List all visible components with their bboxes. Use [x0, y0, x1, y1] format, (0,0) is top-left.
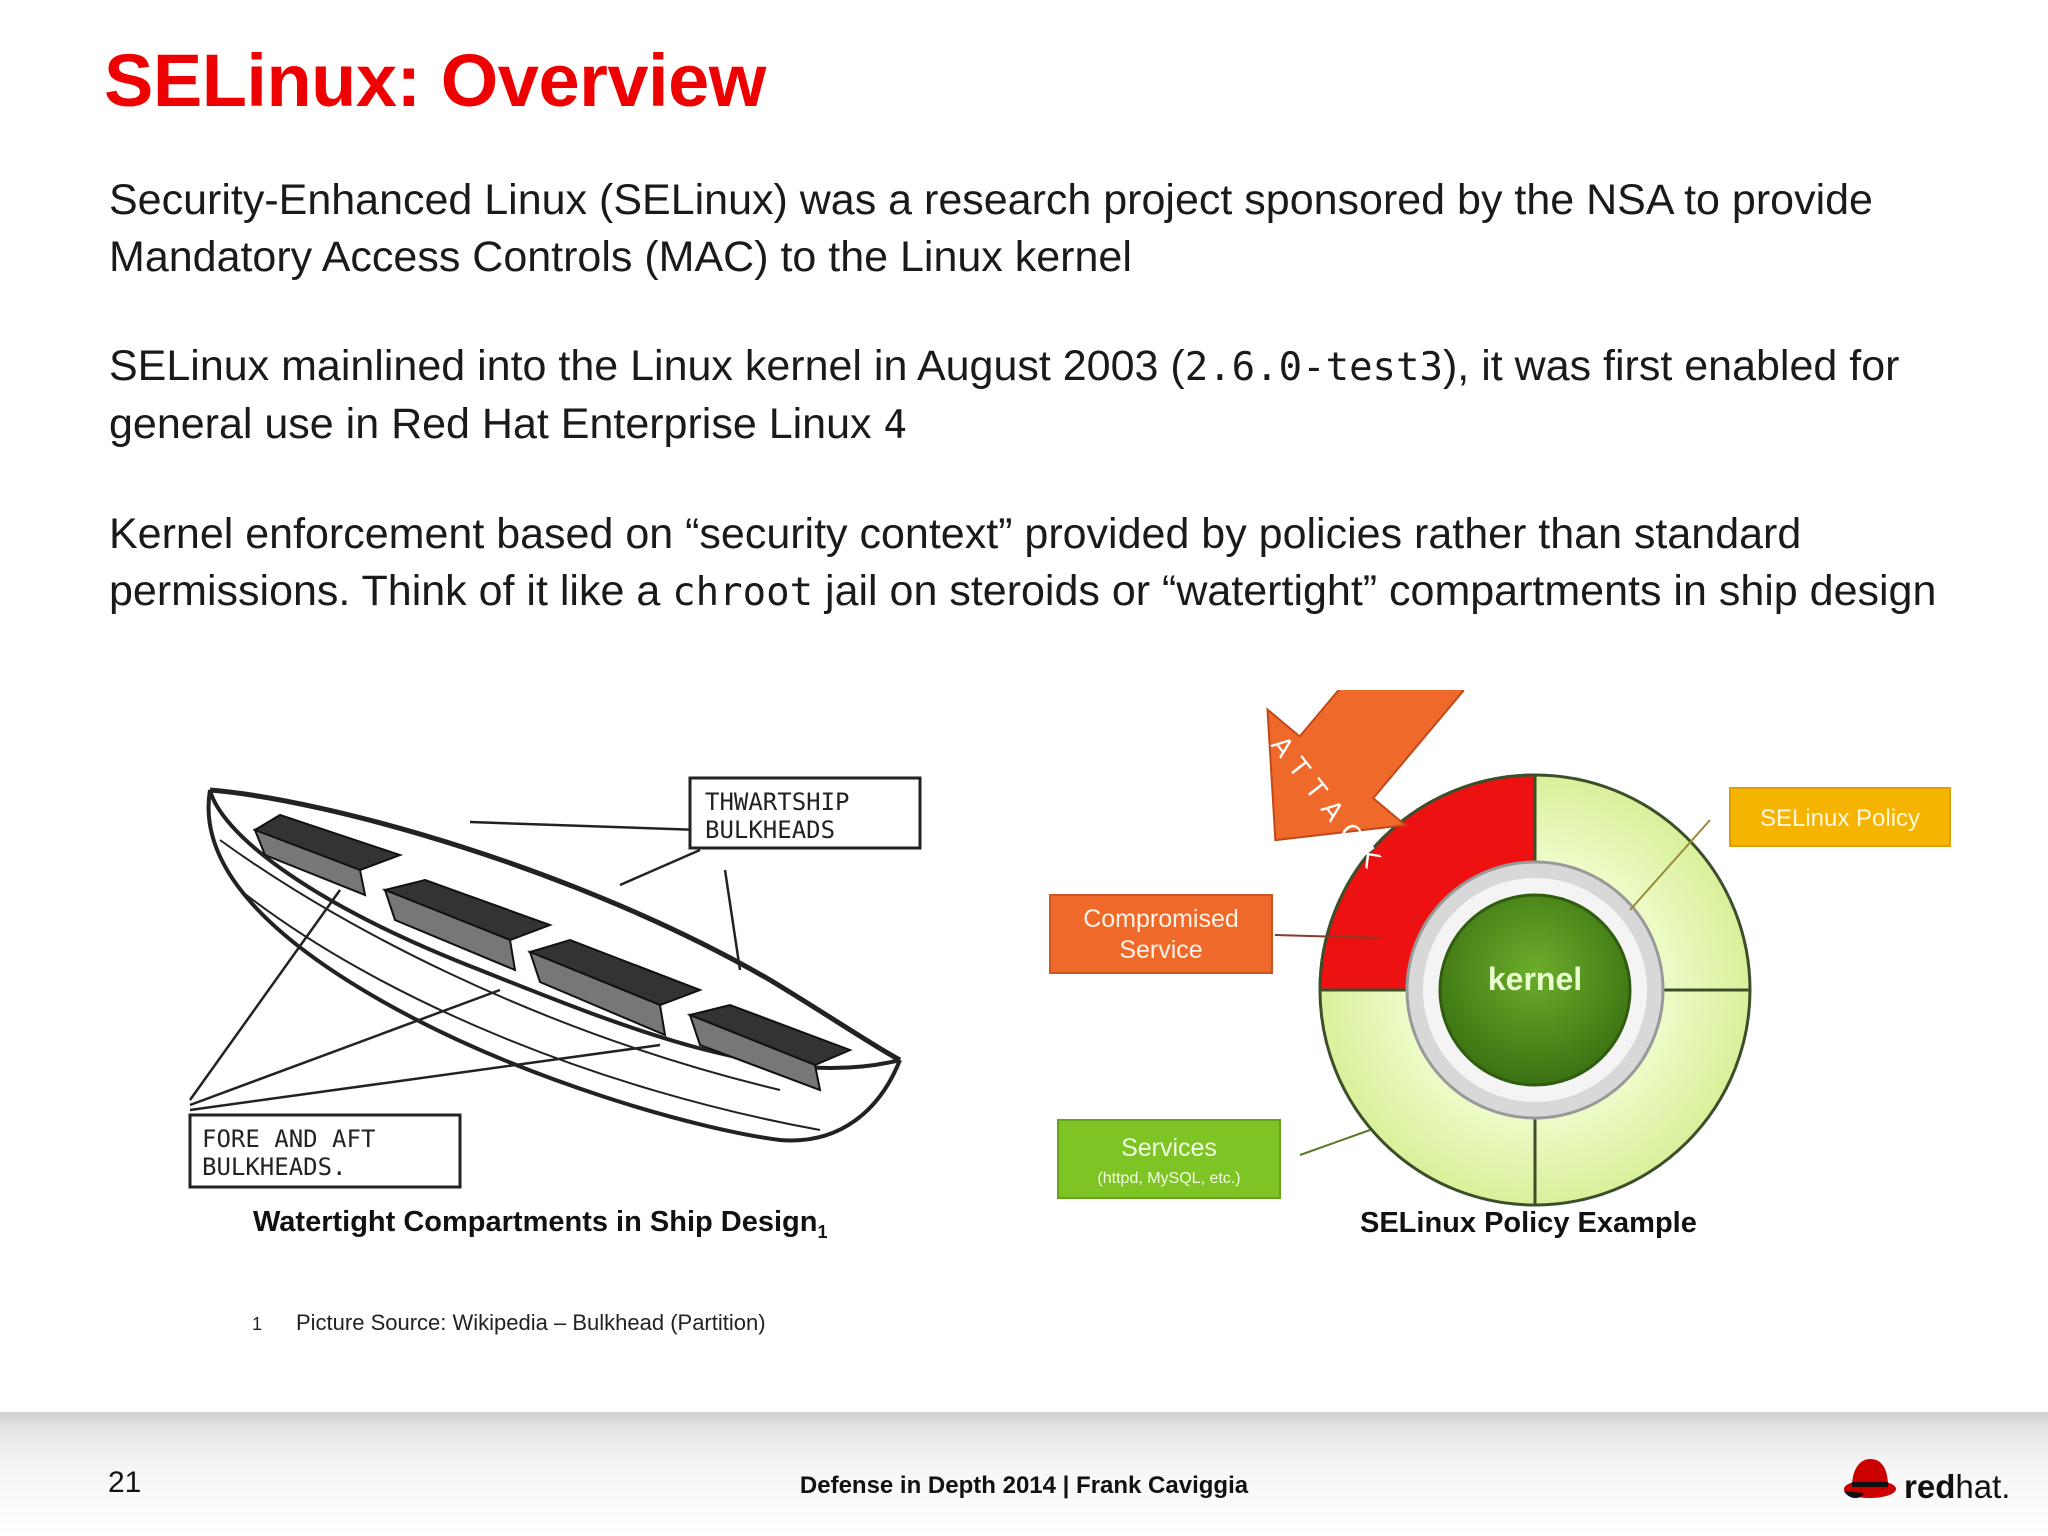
compromised-label-line2: Service [1119, 936, 1202, 964]
selinux-policy-label: SELinux Policy [1760, 805, 1920, 832]
paragraph-3-text-a: Kernel enforcement based on “security co… [109, 510, 1802, 615]
slide-number: 21 [108, 1466, 142, 1499]
paragraph-2-text-a: SELinux mainlined into the Linux kernel … [109, 342, 1185, 390]
fore-aft-label-line1: FORE AND AFT [202, 1125, 375, 1153]
paragraph-3-text-b: jail on steroids or “watertight” compart… [813, 567, 1937, 615]
redhat-logo-icon [1844, 1459, 1896, 1499]
selinux-policy-tag [1729, 787, 1951, 847]
chroot-code: chroot [672, 570, 814, 615]
thwartship-label-line1: THWARTSHIP [705, 788, 850, 816]
policy-figure-caption: SELinux Policy Example [1360, 1207, 1697, 1239]
logo-text-hat: hat. [1955, 1468, 2011, 1505]
slide-title: SELinux: Overview [104, 39, 766, 122]
paragraph-1: Security-Enhanced Linux (SELinux) was a … [109, 176, 1873, 281]
kernel-label: kernel [1488, 961, 1582, 997]
paragraph-2: SELinux mainlined into the Linux kernel … [109, 338, 1989, 454]
ship-caption-text: Watertight Compartments in Ship Design [253, 1206, 818, 1238]
services-sub-label: (httpd, MySQL, etc.) [1097, 1170, 1240, 1187]
kernel-version-code: 2.6.0-test3 [1184, 345, 1443, 390]
paragraph-2-text-b: ), it was first enabled for general use … [109, 342, 1900, 448]
selinux-policy-diagram: kernel ATTACK SELinux Policy Compromised… [1049, 690, 1951, 1207]
rhel-version-number: 4 [883, 403, 907, 448]
thwartship-label-line2: BULKHEADS [705, 816, 835, 844]
services-tag [1057, 1119, 1281, 1199]
compromised-label-line1: Compromised [1083, 905, 1239, 933]
kernel-core [1438, 893, 1632, 1087]
footer-bar [0, 1412, 2048, 1536]
paragraph-3: Kernel enforcement based on “security co… [109, 506, 1989, 621]
compromised-service-tag [1049, 894, 1273, 974]
footnote-text: Picture Source: Wikipedia – Bulkhead (Pa… [296, 1310, 766, 1335]
logo-text-red: red [1904, 1468, 1956, 1505]
picture-source-footnote: 1 Picture Source: Wikipedia – Bulkhead (P… [252, 1310, 766, 1336]
fore-aft-label-line2: BULKHEADS. [202, 1153, 347, 1181]
services-label: Services [1121, 1134, 1217, 1162]
ship-caption-footnote-ref: 1 [817, 1221, 828, 1242]
ship-bulkhead-illustration: THWARTSHIP BULKHEADS FORE AND AFT BULKHE… [188, 776, 922, 1189]
ship-figure-caption: Watertight Compartments in Ship Design1 [253, 1206, 827, 1243]
redhat-logo-text: redhat. [1904, 1468, 2010, 1506]
footnote-number: 1 [252, 1314, 263, 1334]
attack-arrow [1266, 690, 1465, 842]
footer-text: Defense in Depth 2014 | Frank Caviggia [799, 1472, 1249, 1499]
